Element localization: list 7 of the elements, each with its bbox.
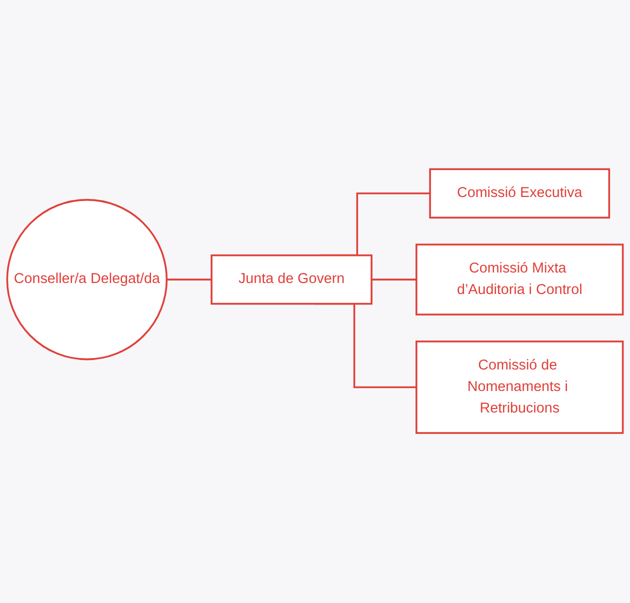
node-box: Comissió de Nomenaments i Retribucions (416, 340, 624, 434)
node-circle: Conseller/a Delegat/da (6, 199, 168, 361)
node-box: Junta de Govern (210, 254, 372, 306)
connector (166, 279, 212, 281)
connector (372, 279, 416, 281)
node-box: Comissió Mixta d’Auditoria i Control (416, 244, 624, 316)
node-box: Comissió Executiva (429, 168, 610, 219)
